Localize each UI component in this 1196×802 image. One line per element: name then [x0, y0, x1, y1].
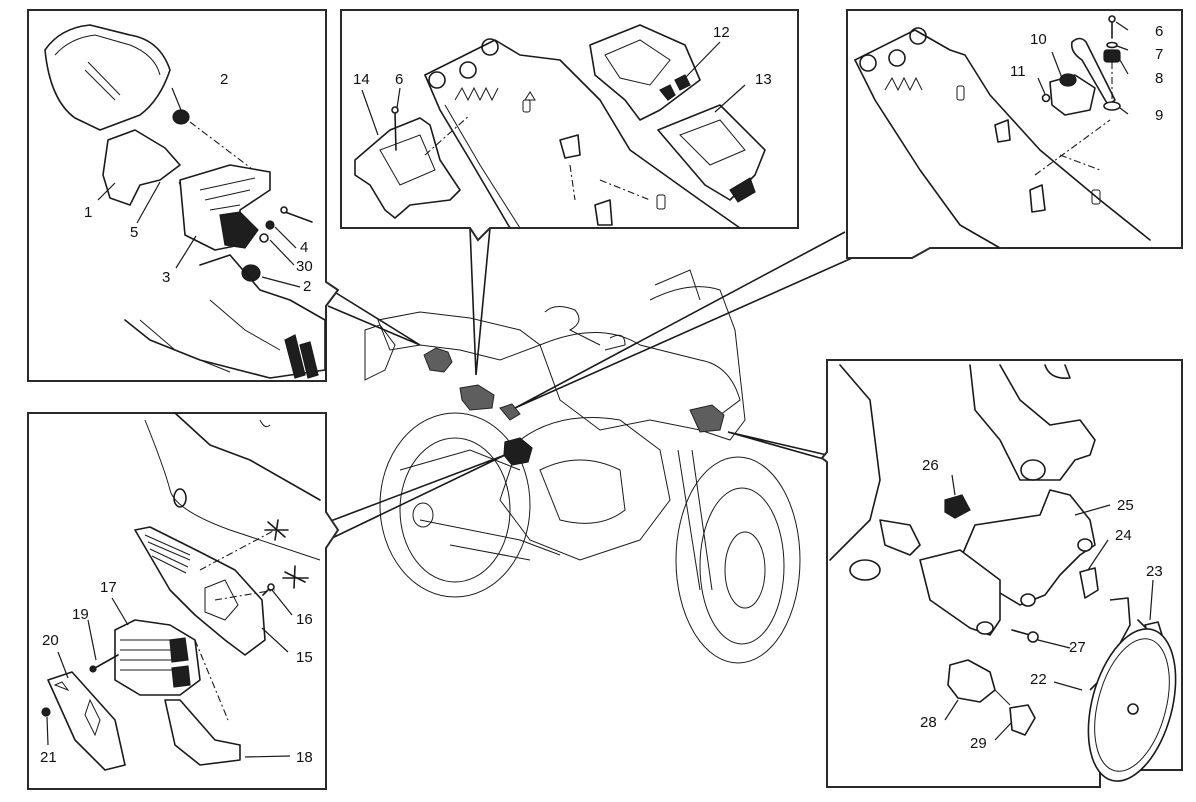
- fuel-tank: [539, 332, 741, 431]
- mounting-plate: [134, 526, 266, 656]
- callout-21: 21: [40, 749, 57, 766]
- connector-bottom-right: [727, 431, 828, 461]
- callout-18: 18: [296, 749, 313, 766]
- grommet: [172, 109, 190, 125]
- front-fairing: [649, 286, 746, 441]
- rubber-block: [944, 494, 971, 519]
- callout-30: 30: [296, 258, 313, 275]
- washer: [1106, 41, 1118, 49]
- washer: [259, 233, 269, 243]
- highlight-control-unit: [459, 384, 495, 411]
- panel-top-right: 6 7 8 9 10 11: [846, 9, 1183, 259]
- callout-16: 16: [296, 611, 313, 628]
- callout-14: 14: [353, 71, 370, 88]
- callout-1: 1: [84, 204, 92, 221]
- panel-bottom-right: 25 24 23 27 22 28 29 26: [820, 359, 1183, 788]
- callout-7: 7: [1155, 46, 1163, 63]
- cover: [47, 671, 126, 771]
- seat: [377, 311, 542, 361]
- sensor: [1049, 74, 1096, 116]
- instrument-cluster: [44, 24, 171, 131]
- callout-15: 15: [296, 649, 313, 666]
- callout-20: 20: [42, 632, 59, 649]
- tail-light: [364, 324, 396, 381]
- callout-10: 10: [1030, 31, 1047, 48]
- connector-top-left: [327, 287, 421, 346]
- callout-19: 19: [72, 606, 89, 623]
- clip: [1079, 567, 1099, 599]
- connector-top-center: [469, 227, 491, 376]
- screw: [41, 707, 51, 717]
- highlight-regulator: [503, 437, 533, 466]
- callout-28: 28: [920, 714, 937, 731]
- terminal: [1009, 704, 1036, 736]
- engine: [499, 417, 671, 561]
- callout-6: 6: [1155, 23, 1163, 40]
- ecu: [657, 104, 766, 201]
- callout-29: 29: [970, 735, 987, 752]
- panel-bottom-left: 16 15 17 19 20 21 18: [27, 412, 340, 790]
- highlight-instrument-mount: [423, 347, 453, 373]
- callout-2: 2: [220, 71, 228, 88]
- washer: [1103, 101, 1121, 111]
- callout-connectors: [327, 227, 871, 541]
- motorcycle-overview: [364, 269, 801, 664]
- mounting-bracket: [354, 117, 461, 219]
- highlight-horn: [689, 404, 725, 433]
- callout-24: 24: [1115, 527, 1132, 544]
- panel-top-left: 2 1 5 3 4 30 2: [27, 9, 340, 382]
- connector-bottom-left: [327, 454, 506, 541]
- subframe: [854, 29, 1151, 241]
- callout-25: 25: [1117, 497, 1134, 514]
- callout-8: 8: [1155, 70, 1163, 87]
- callout-9: 9: [1155, 107, 1163, 124]
- screw: [1027, 631, 1039, 643]
- rubber-mount: [1103, 49, 1121, 63]
- callout-13: 13: [755, 71, 772, 88]
- washer: [1041, 93, 1051, 103]
- connector: [947, 659, 996, 703]
- lower-cover: [164, 699, 241, 766]
- callout-5: 5: [130, 224, 138, 241]
- cover: [102, 129, 181, 206]
- callout-2: 2: [303, 278, 311, 295]
- subframe: [424, 39, 741, 229]
- callout-12: 12: [713, 24, 730, 41]
- rear-wheel: [379, 412, 531, 598]
- callout-22: 22: [1030, 671, 1047, 688]
- panel-top-center: 14 6 12 13: [340, 9, 799, 242]
- callout-11: 11: [1010, 63, 1026, 80]
- callout-17: 17: [100, 579, 117, 596]
- callout-6: 6: [395, 71, 403, 88]
- callout-27: 27: [1069, 639, 1086, 656]
- front-wheel: [675, 456, 801, 664]
- callout-3: 3: [162, 269, 170, 286]
- callout-26: 26: [922, 457, 939, 474]
- callout-23: 23: [1146, 563, 1163, 580]
- connector-top-right: [514, 231, 871, 409]
- callout-4: 4: [300, 239, 308, 256]
- nut: [265, 220, 275, 230]
